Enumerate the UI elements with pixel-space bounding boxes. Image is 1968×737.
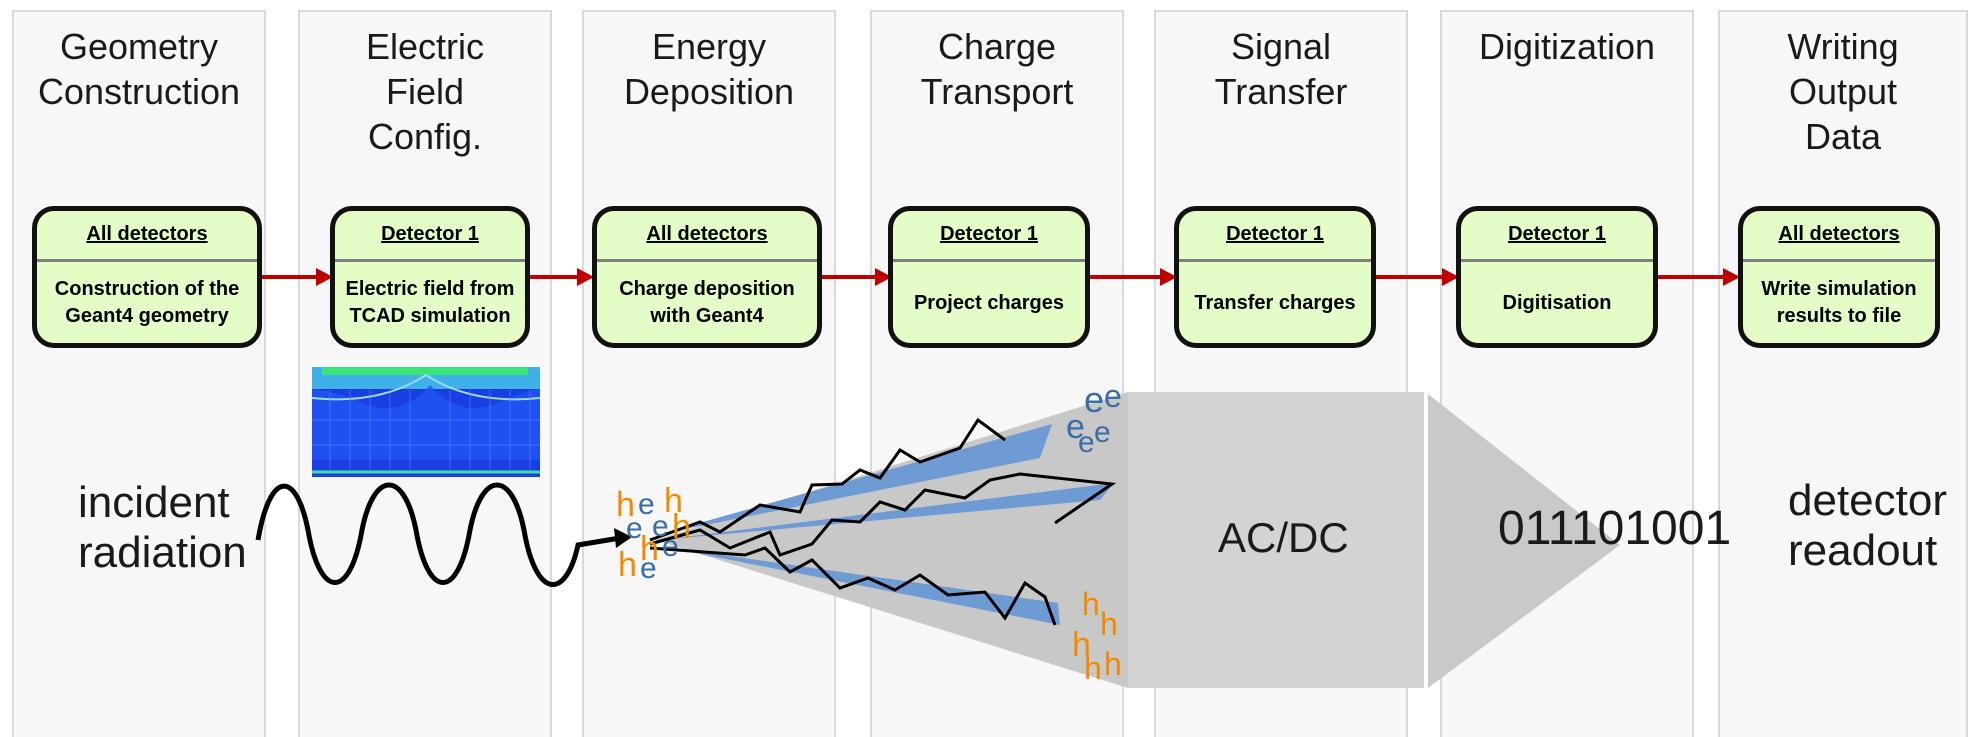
- stage-box-efield: Detector 1 Electric field from TCAD simu…: [330, 206, 530, 348]
- stage-column-geometry: Geometry Construction: [12, 10, 266, 737]
- stage-box-transport: Detector 1 Project charges: [888, 206, 1090, 348]
- hole-mark: h: [1104, 646, 1122, 682]
- drift-paths: [649, 417, 1117, 626]
- electron-mark: e: [638, 488, 655, 521]
- arrow-head: [577, 268, 594, 286]
- arrow-head: [1160, 268, 1177, 286]
- arrow-head: [1723, 268, 1740, 286]
- box-divider: [335, 259, 525, 262]
- stage-title: Geometry Construction: [37, 26, 241, 112]
- hole-mark: h: [1072, 626, 1091, 664]
- box-divider: [893, 259, 1085, 262]
- sine-wave-icon: [255, 482, 621, 587]
- electron-mark: e: [1078, 426, 1095, 459]
- box-divider: [1461, 259, 1653, 262]
- box-task: Electric field from TCAD simulation: [345, 278, 515, 327]
- detector-readout-label: detector readout: [1788, 476, 1947, 575]
- acdc-block: [1128, 392, 1424, 688]
- box-divider: [1179, 259, 1371, 262]
- arrow-head: [316, 268, 333, 286]
- stage-box-geometry: All detectors Construction of the Geant4…: [32, 206, 262, 348]
- electron-mark: e: [1104, 378, 1122, 414]
- electron-mark: e: [662, 530, 679, 563]
- electron-mark: e: [1094, 416, 1111, 449]
- box-divider: [597, 259, 817, 262]
- box-scope: All detectors: [646, 223, 768, 245]
- stage-title: Digitization: [1478, 26, 1656, 67]
- transport-cone: [655, 392, 1128, 688]
- hole-mark: h: [1100, 606, 1118, 642]
- box-scope: Detector 1: [940, 223, 1038, 245]
- box-task: Digitisation: [1502, 291, 1612, 314]
- electron-mark: e: [1066, 408, 1085, 446]
- box-task: Charge deposition with Geant4: [619, 278, 795, 327]
- box-scope: All detectors: [1778, 223, 1900, 245]
- flow-arrows: [260, 268, 1740, 286]
- wave-arrow-head: [614, 528, 632, 548]
- stage-title: Energy Deposition: [623, 26, 795, 112]
- bit-string-label: 011101001: [1498, 502, 1732, 555]
- hole-mark: h: [1084, 650, 1102, 686]
- box-divider: [1743, 259, 1935, 262]
- stage-title: Electric Field Config.: [365, 26, 485, 157]
- electron-mark: e: [652, 510, 669, 543]
- arrow-head: [875, 268, 892, 286]
- box-scope: Detector 1: [381, 223, 479, 245]
- box-task: Project charges: [913, 291, 1065, 314]
- electron-mark: e: [640, 552, 657, 585]
- acdc-label: AC/DC: [1218, 514, 1349, 561]
- hole-mark: h: [664, 482, 683, 520]
- hole-mark: h: [618, 546, 637, 584]
- electron-mark: e: [626, 512, 643, 545]
- tcad-field-map-icon: [311, 367, 541, 477]
- hole-mark: h: [640, 530, 659, 568]
- box-task: Write simulation results to file: [1761, 278, 1917, 327]
- box-scope: All detectors: [86, 223, 208, 245]
- stage-box-output: All detectors Write simulation results t…: [1738, 206, 1940, 348]
- stage-title: Writing Output Data: [1787, 26, 1899, 157]
- box-scope: Detector 1: [1226, 223, 1324, 245]
- box-scope: Detector 1: [1508, 223, 1606, 245]
- stage-column-output: Writing Output Data: [1718, 10, 1968, 737]
- box-divider: [37, 259, 257, 262]
- stage-box-signal: Detector 1 Transfer charges: [1174, 206, 1376, 348]
- arrow-head: [1442, 268, 1459, 286]
- stage-title: Charge Transport: [920, 26, 1074, 112]
- stage-title: Signal Transfer: [1214, 26, 1348, 112]
- hole-mark: h: [1082, 586, 1100, 622]
- hole-mark: h: [616, 486, 635, 524]
- box-task: Transfer charges: [1194, 291, 1356, 314]
- incident-radiation-label: incident radiation: [78, 478, 247, 577]
- electron-mark: e: [1084, 379, 1105, 420]
- box-task: Construction of the Geant4 geometry: [54, 278, 240, 327]
- stage-column-energy: Energy Deposition: [582, 10, 836, 737]
- hole-mark: h: [672, 508, 691, 546]
- stage-box-energy: All detectors Charge deposition with Gea…: [592, 206, 822, 348]
- stage-box-digitization: Detector 1 Digitisation: [1456, 206, 1658, 348]
- digitization-funnel: [1428, 394, 1620, 688]
